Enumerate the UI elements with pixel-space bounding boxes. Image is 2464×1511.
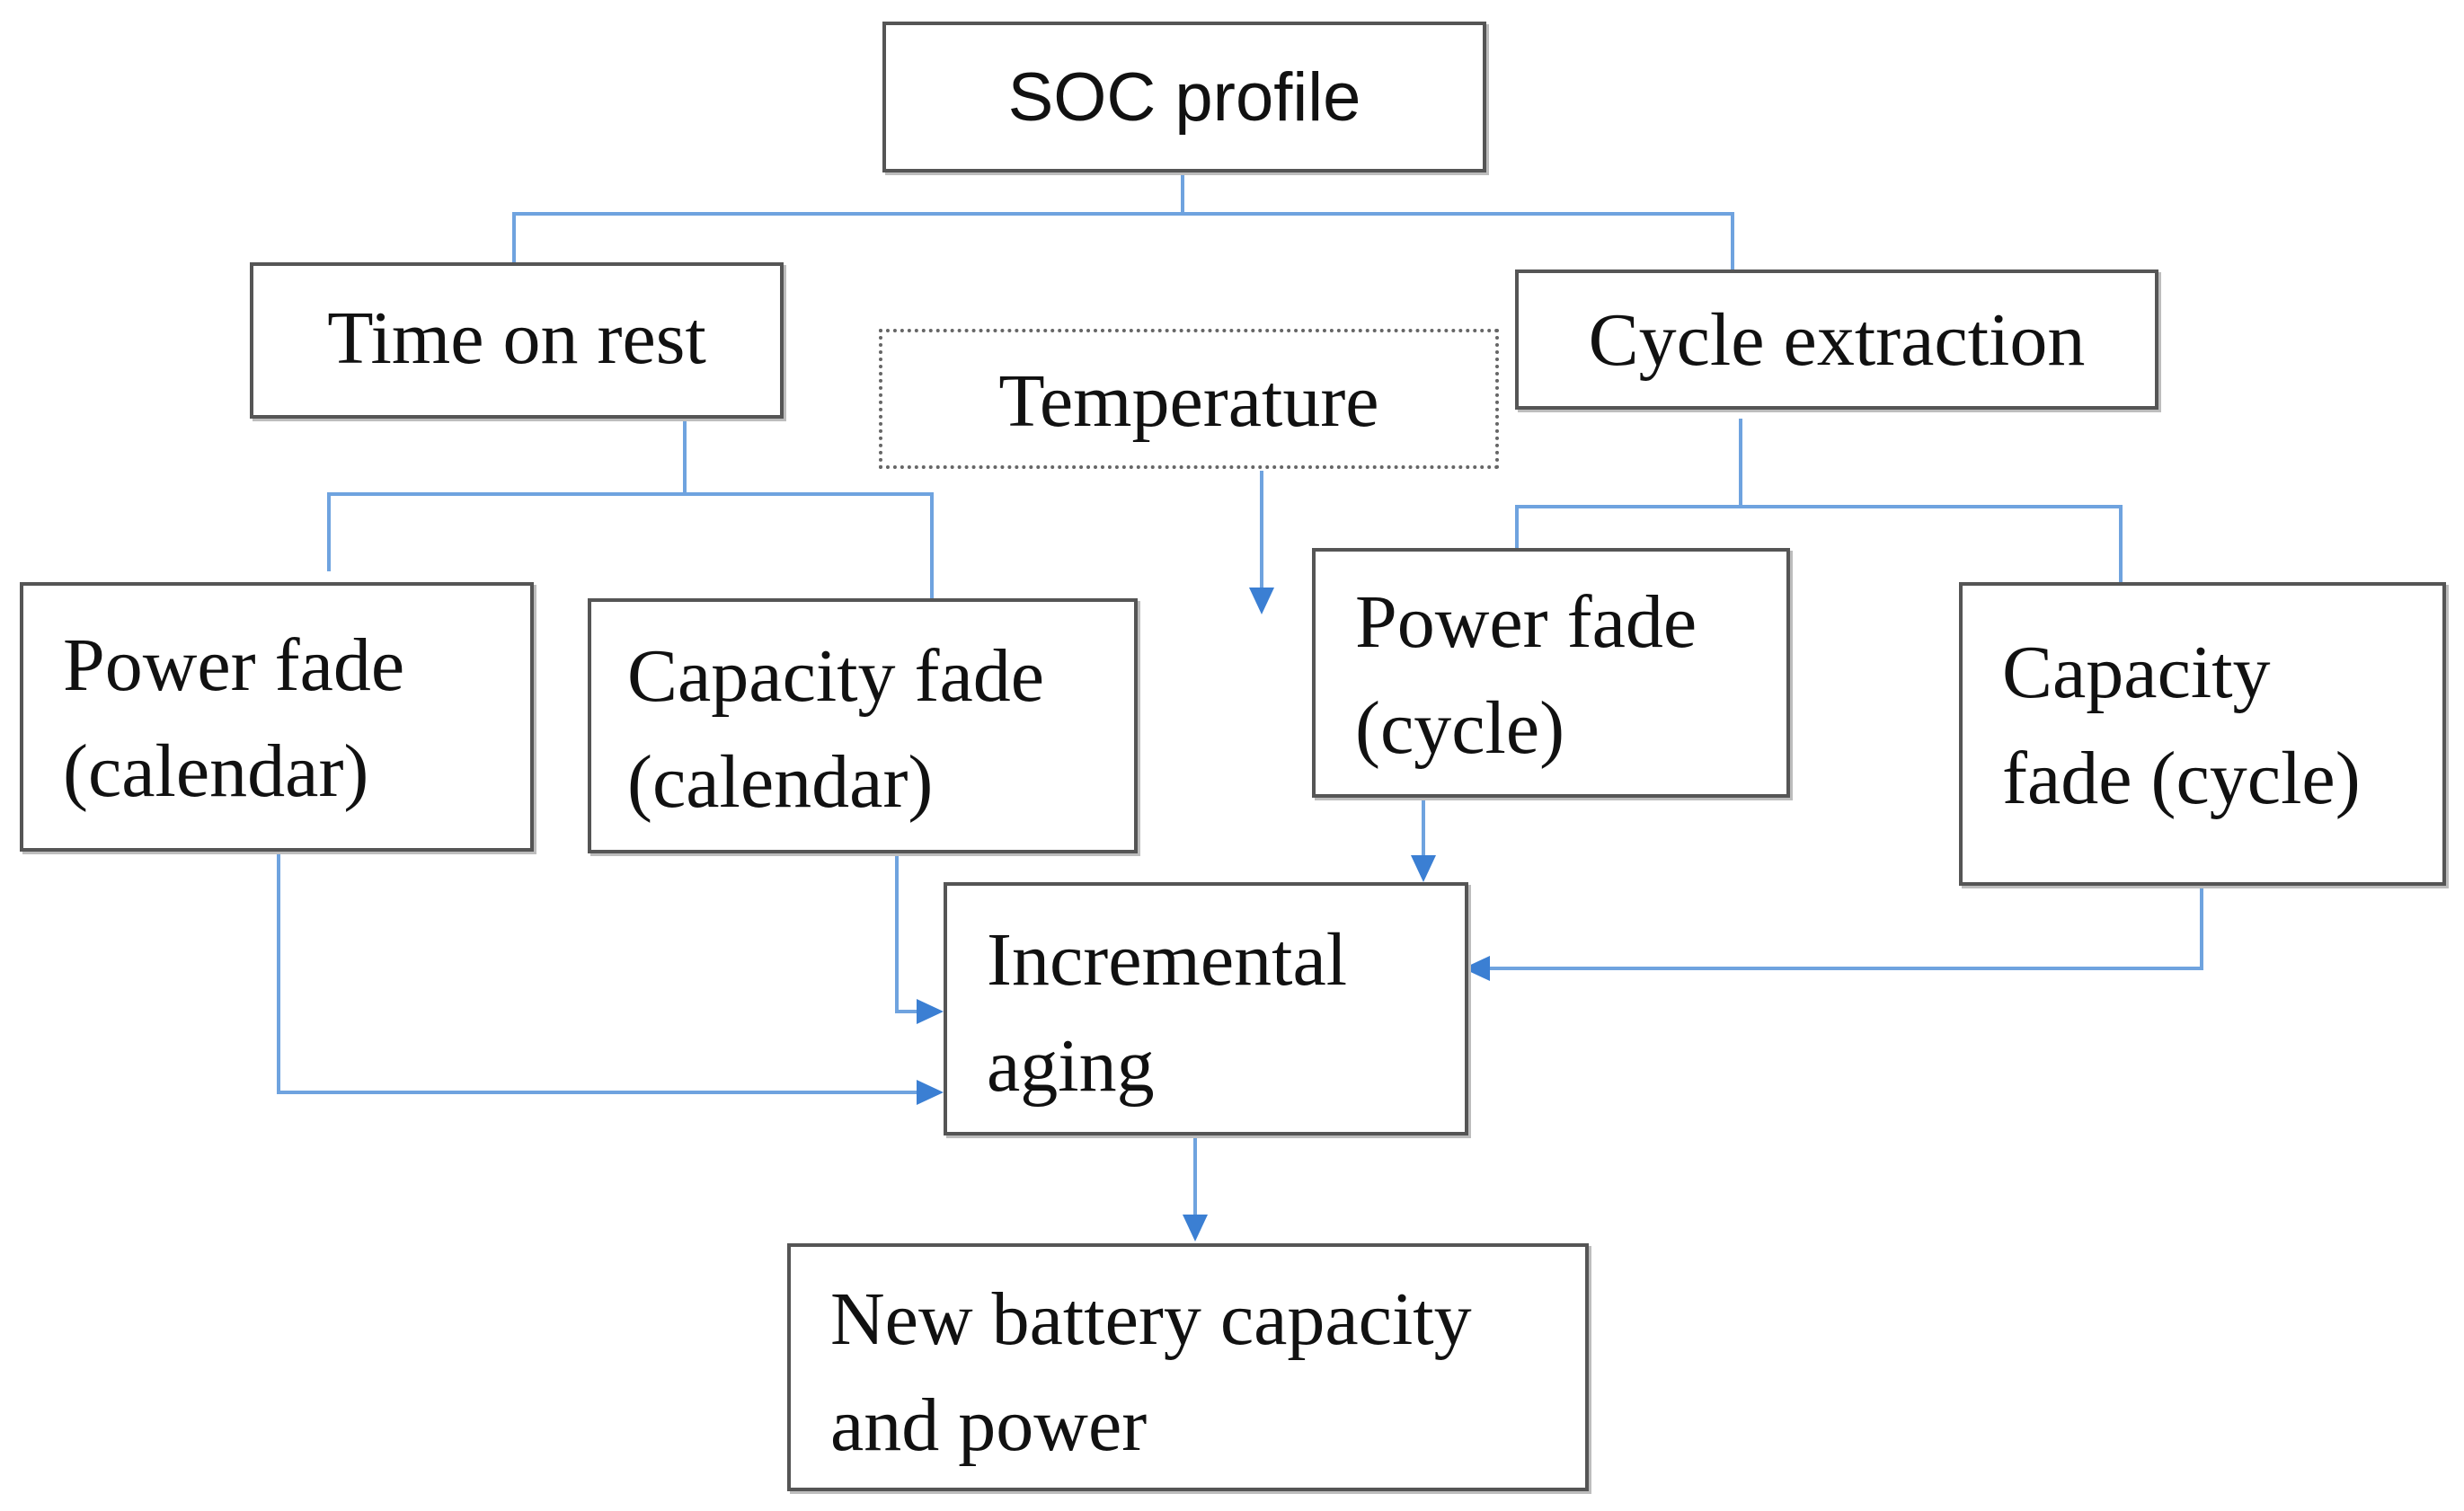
arrowhead-capacity-fade-calendar [917,999,944,1024]
arrowhead-power-fade-cycle [1411,855,1436,882]
time-on-rest-box: Time on rest [250,262,784,419]
connector-soc-to-cycle-extraction [1183,212,1734,270]
power-fade-cycle-line-2: (cycle) [1355,686,1565,770]
connector-soc-to-time-on-rest [512,172,1184,262]
capacity-fade-cycle-line-1: Capacity [2002,631,2271,714]
new-battery-line-1: New battery capacity [830,1277,1472,1361]
connector-time-on-rest-to-power-fade-calendar [327,413,687,571]
connector-power-fade-calendar-to-aging [277,852,917,1094]
connector-time-on-rest-to-capacity-fade-calendar [685,492,934,598]
incremental-aging-line-2: aging [987,1024,1155,1108]
connector-cycle-extraction-to-power-fade-cycle [1515,419,1742,548]
capacity-fade-calendar-line-2: (calendar) [627,740,934,824]
power-fade-calendar-box: Power fade (calendar) [20,582,534,852]
power-fade-calendar-line-1: Power fade [63,623,405,707]
temperature-label: Temperature [998,359,1379,443]
connector-capacity-fade-calendar-to-aging [895,853,917,1013]
capacity-fade-cycle-box: Capacity fade (cycle) [1959,582,2446,886]
capacity-fade-cycle-line-2: fade (cycle) [2002,737,2361,820]
connector-cycle-extraction-to-capacity-fade-cycle [1741,505,2123,582]
capacity-fade-calendar-line-1: Capacity fade [627,634,1045,718]
soc-profile-label: SOC profile [1007,59,1361,136]
cycle-extraction-label: Cycle extraction [1588,298,2086,382]
power-fade-cycle-line-1: Power fade [1355,580,1697,664]
capacity-fade-calendar-box: Capacity fade (calendar) [588,598,1138,853]
cycle-extraction-box: Cycle extraction [1515,270,2158,410]
time-on-rest-label: Time on rest [327,296,706,380]
arrowhead-temperature [1249,588,1274,614]
new-battery-line-2: and power [830,1383,1148,1467]
temperature-box: Temperature [879,329,1499,469]
power-fade-calendar-line-2: (calendar) [63,729,369,813]
power-fade-cycle-box: Power fade (cycle) [1312,548,1790,798]
incremental-aging-box: Incremental aging [944,882,1468,1135]
arrowhead-new-battery [1183,1215,1208,1241]
new-battery-box: New battery capacity and power [787,1243,1589,1491]
soc-profile-box: SOC profile [882,22,1486,172]
incremental-aging-line-1: Incremental [987,918,1348,1002]
connector-capacity-fade-cycle-to-aging [1490,886,2203,970]
arrowhead-capacity-fade-cycle [1463,956,1490,981]
arrowhead-power-fade-calendar [917,1080,944,1105]
